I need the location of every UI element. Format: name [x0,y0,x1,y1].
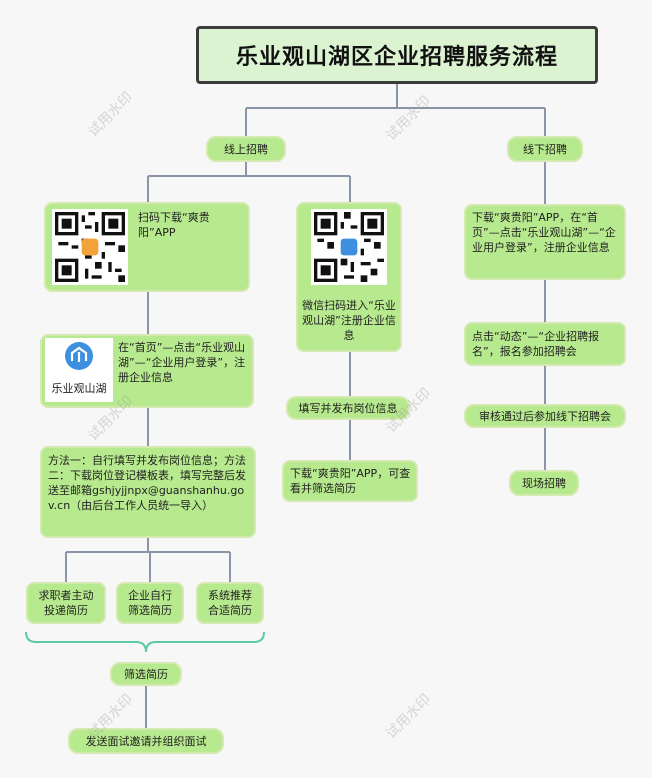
qr-code-icon [52,209,128,285]
logo-symbol [65,342,93,370]
app-login-text: 在“首页”—点击“乐业观山湖”—“企业用户登录”，注册企业信息 [118,341,246,384]
offline-step1-text: 下载“爽贵阳”APP，在“首页”—点击“乐业观山湖”—“企业用户登录”，注册企业… [472,211,616,254]
branch-online-label: 线上招聘 [224,143,268,156]
branch-online: 线上招聘 [206,136,286,162]
logo-label: 乐业观山湖 [51,382,107,395]
company-screen-node: 企业自行筛选简历 [116,582,184,624]
wechat-qr-svg [314,212,384,282]
offline-step1-node: 下载“爽贵阳”APP，在“首页”—点击“乐业观山湖”—“企业用户登录”，注册企业… [464,204,626,280]
download-view-text: 下载“爽贵阳”APP，可查看并筛选简历 [290,467,411,495]
offline-step3-text: 审核通过后参加线下招聘会 [479,410,611,423]
qr-code-icon [311,209,387,285]
send-interview-text: 发送面试邀请并组织面试 [85,735,207,748]
page-title: 乐业观山湖区企业招聘服务流程 [196,26,598,84]
offline-step4-text: 现场招聘 [522,477,566,490]
app-download-text: 扫码下载“爽贵阳”APP [138,211,210,239]
screen-resume-text: 筛选简历 [124,668,168,681]
methods-node: 方法一：自行填写并发布岗位信息；方法二：下载岗位登记模板表，填写完整后发送至邮箱… [40,446,256,538]
job-seekers-text: 求职者主动投递简历 [38,589,94,617]
offline-step4-node: 现场招聘 [509,470,579,496]
system-recommend-node: 系统推荐合适简历 [196,582,264,624]
branch-offline-label: 线下招聘 [523,143,567,156]
download-view-node: 下载“爽贵阳”APP，可查看并筛选简历 [282,460,418,502]
publish-post-text: 填写并发布岗位信息 [298,402,398,415]
job-seekers-node: 求职者主动投递简历 [26,582,106,624]
publish-post-node: 填写并发布岗位信息 [286,396,410,420]
offline-step2-text: 点击“动态”—“企业招聘报名”，报名参加招聘会 [472,330,600,358]
app-download-node: 扫码下载“爽贵阳”APP [44,202,250,292]
wechat-register-node: 微信扫码进入“乐业观山湖”注册企业信息 [296,202,402,352]
wechat-register-text: 微信扫码进入“乐业观山湖”注册企业信息 [302,299,396,342]
qr-code-svg [55,212,125,282]
offline-step3-node: 审核通过后参加线下招聘会 [464,404,626,428]
send-interview-node: 发送面试邀请并组织面试 [68,728,224,754]
system-recommend-text: 系统推荐合适简历 [208,589,252,617]
company-screen-text: 企业自行筛选简历 [128,589,172,617]
branch-offline: 线下招聘 [507,136,583,162]
offline-step2-node: 点击“动态”—“企业招聘报名”，报名参加招聘会 [464,322,626,366]
screen-resume-node: 筛选简历 [110,662,182,686]
methods-text: 方法一：自行填写并发布岗位信息；方法二：下载岗位登记模板表，填写完整后发送至邮箱… [48,454,246,512]
lyguanshan-logo-icon: 乐业观山湖 [45,338,113,402]
